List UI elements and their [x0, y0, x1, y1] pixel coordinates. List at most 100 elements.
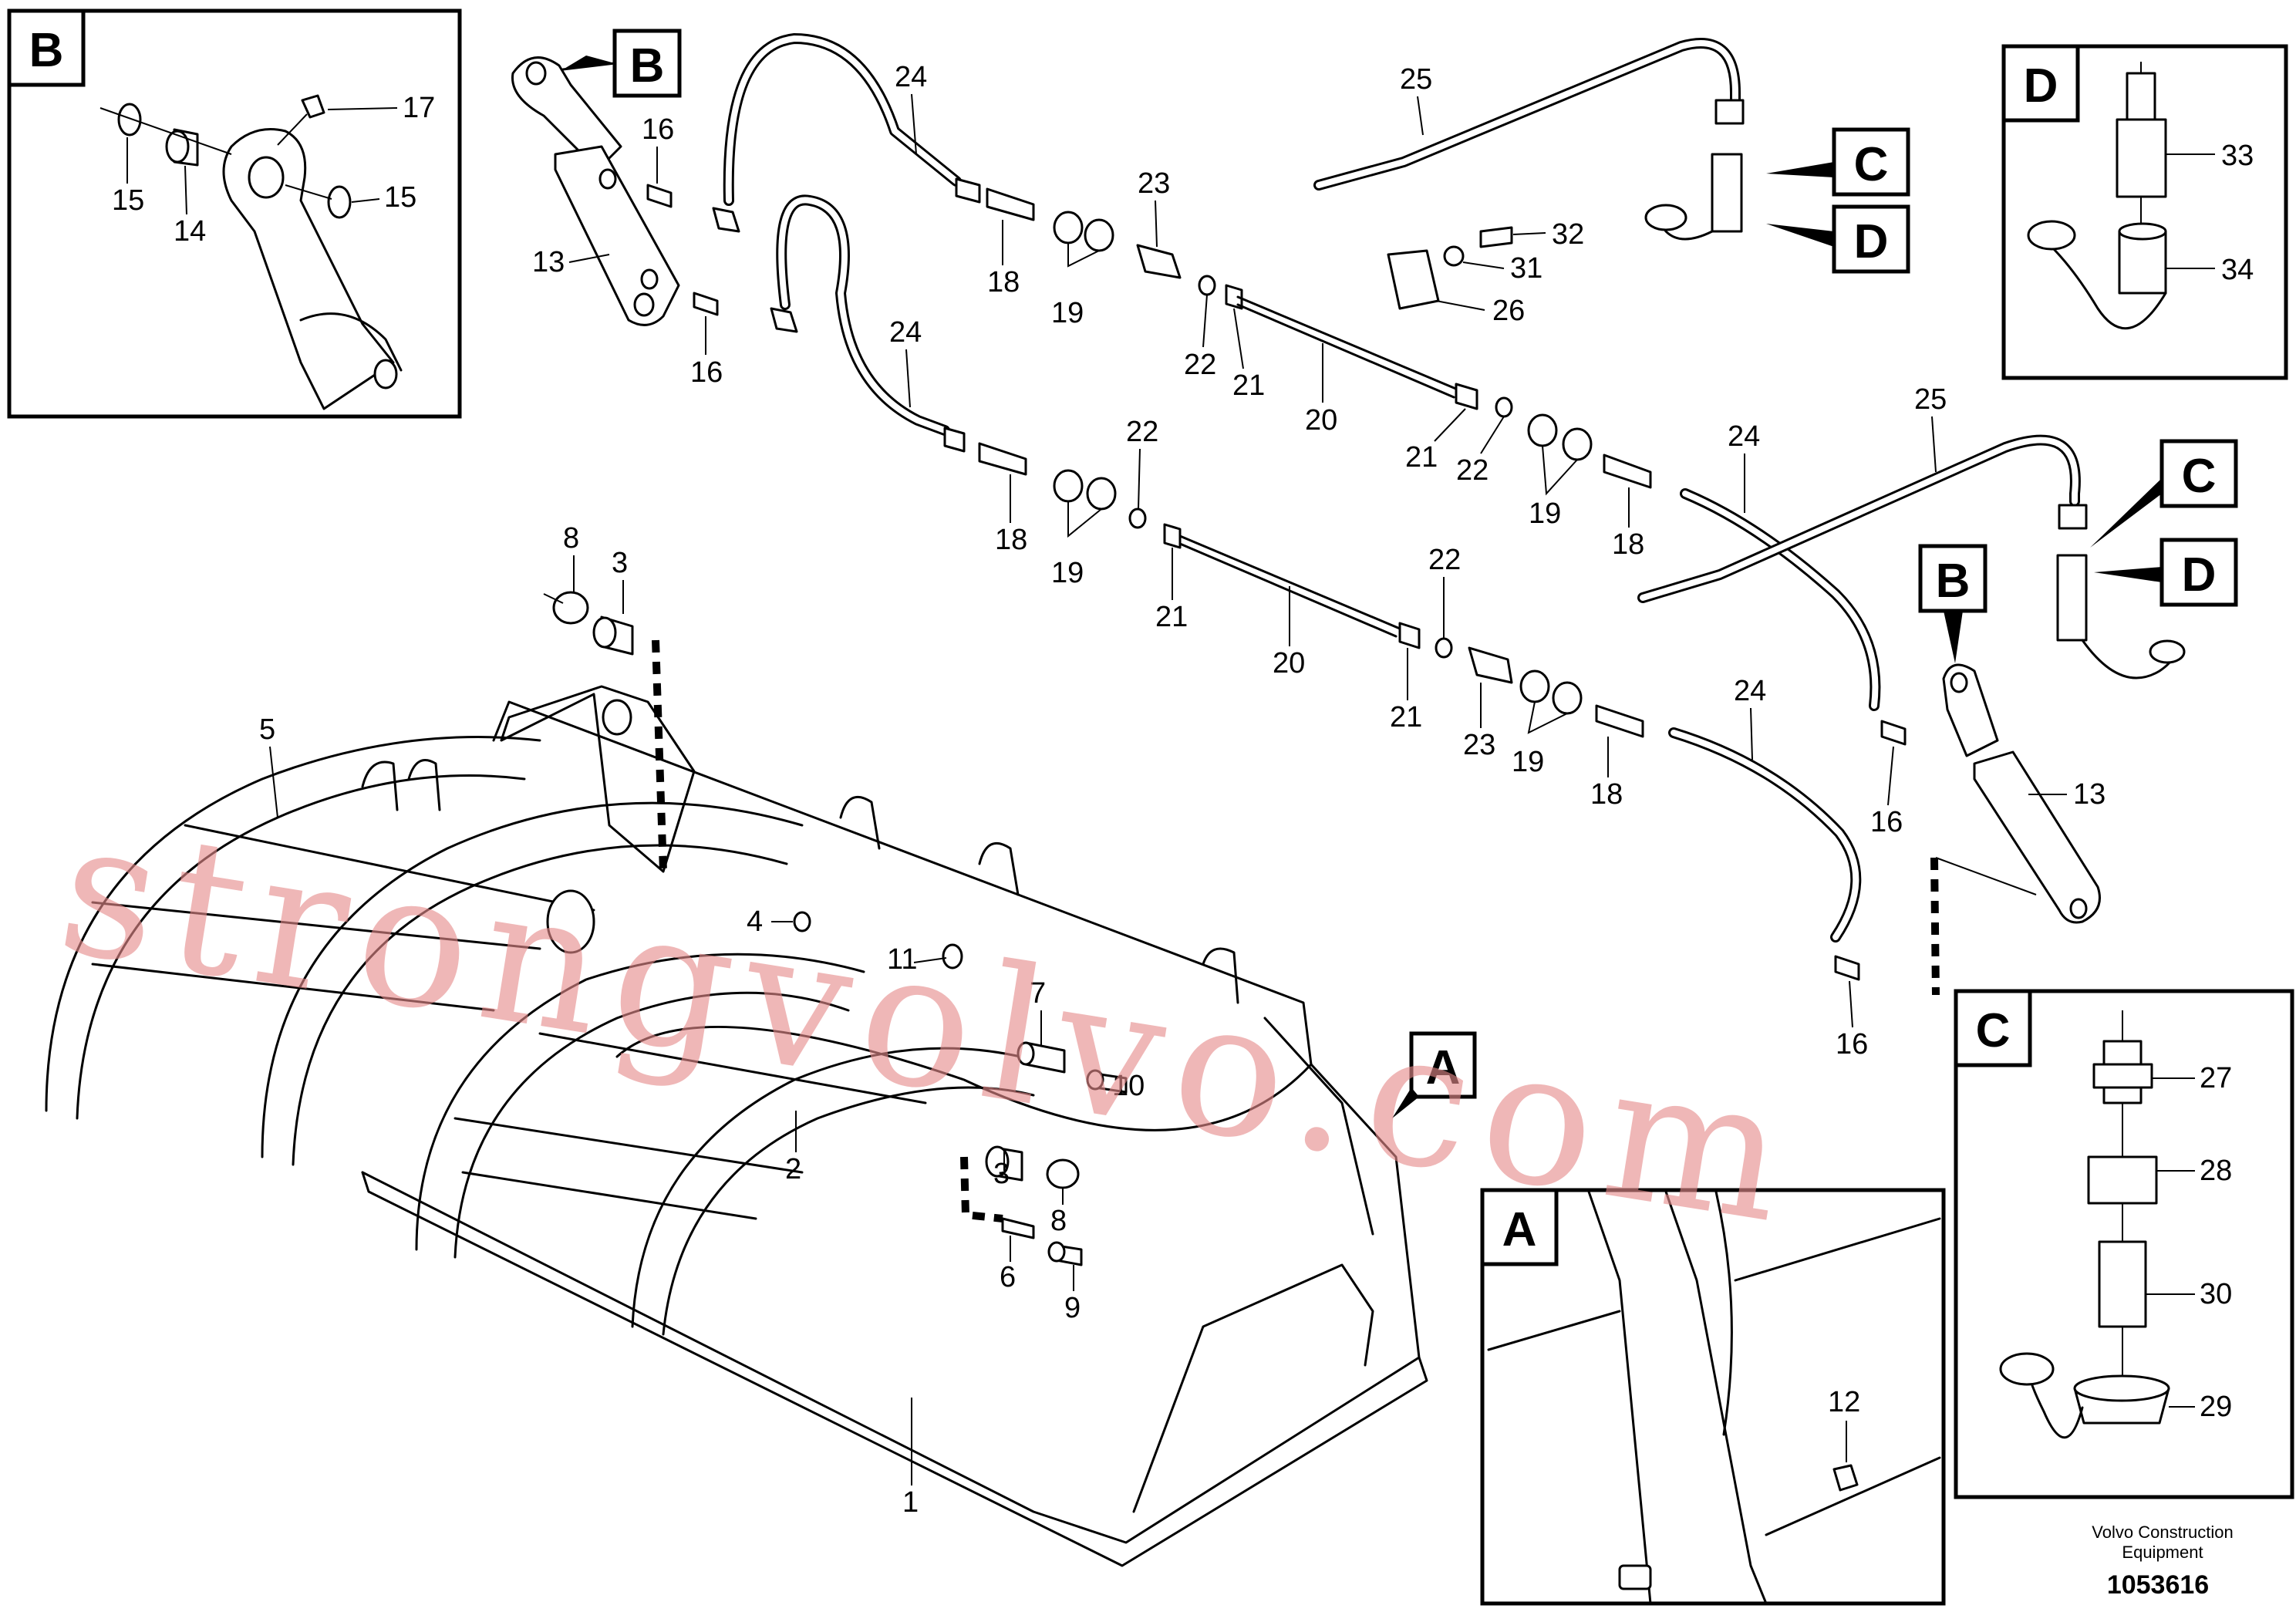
- callout-18-b: 18: [995, 524, 1027, 556]
- axis-line-b: [99, 107, 232, 155]
- axis-top: [543, 593, 564, 604]
- leader-16-d: [1849, 980, 1853, 1028]
- bolt-10-head: [1086, 1069, 1104, 1091]
- callout-34: 34: [2221, 254, 2254, 286]
- elbow-mid: [770, 307, 798, 333]
- callout-3-top: 3: [612, 547, 628, 579]
- bucket-lip: [361, 1171, 1428, 1567]
- leader-14: [184, 165, 187, 215]
- ref-a-main-box: [1409, 1031, 1477, 1099]
- callout-33: 33: [2221, 140, 2254, 172]
- coupling-right-nut: [2058, 504, 2088, 530]
- seal-15-left: [117, 103, 142, 137]
- callout-24-a: 24: [895, 61, 927, 93]
- cylinder-left-port-1: [598, 168, 617, 190]
- callout-12: 12: [1828, 1386, 1860, 1418]
- ref-c-top-arrow: [1766, 162, 1834, 177]
- tube-20-mid-b: [1178, 542, 1397, 638]
- callout-21-c: 21: [1155, 601, 1188, 633]
- coupling-right-ring: [2149, 639, 2186, 664]
- adapter-18-lower: [1595, 704, 1644, 738]
- leader-17: [327, 107, 398, 110]
- grease-nipple-11: [942, 943, 963, 969]
- callout-24-c: 24: [1728, 420, 1760, 453]
- grab-lug-1: [361, 760, 399, 811]
- ref-d-right-letter: D: [2182, 548, 2217, 602]
- tee-23-mid: [1468, 646, 1513, 684]
- coupling-30: [2098, 1240, 2147, 1328]
- washer-19-top-a: [1053, 211, 1084, 244]
- hose-24-mid: [776, 194, 950, 436]
- grease-nipple-12: [1832, 1464, 1859, 1492]
- callout-11: 11: [887, 943, 917, 976]
- cylinder-right: [1942, 663, 2101, 924]
- bucket-lug-2: [978, 841, 1020, 896]
- ref-c-top-letter: C: [1854, 138, 1889, 191]
- inset-c-letter: C: [1976, 1004, 2011, 1057]
- callout-23-a: 23: [1138, 167, 1170, 200]
- callout-27: 27: [2200, 1062, 2232, 1094]
- hoses: [723, 33, 2081, 943]
- callout-9: 9: [1064, 1292, 1081, 1324]
- bucket-side: [1132, 1263, 1374, 1513]
- leader-19-d: [1527, 701, 1568, 734]
- callout-24-d: 24: [1734, 675, 1766, 707]
- hose-24-lower: [1668, 727, 1862, 943]
- fitting-16-right-top: [1880, 720, 1907, 746]
- grab-arm-front-inner: [292, 844, 788, 1166]
- ref-a-main-arrow: [1392, 1088, 1419, 1118]
- tube-20-mid: [1178, 534, 1401, 630]
- nut-21-mid-right: [1398, 622, 1421, 649]
- bushing-3-bottom-face: [985, 1145, 1010, 1178]
- hose-24-right: [1680, 488, 1881, 711]
- grab-2-tube-2: [461, 1171, 757, 1220]
- inset-c: C 27 28 30 29: [1954, 989, 2294, 1499]
- inset-d: D 33 34: [2001, 44, 2288, 380]
- leader-32: [1512, 232, 1546, 235]
- tube-20-top: [1236, 295, 1459, 391]
- coupling-33-body: [2116, 118, 2167, 198]
- brand-line2: Equipment: [2122, 1543, 2203, 1562]
- lock-plate-6: [1001, 1217, 1035, 1239]
- inset-b-tag: [7, 8, 86, 87]
- grease-nipple-4: [793, 911, 811, 932]
- ref-a-main-letter: A: [1426, 1041, 1461, 1094]
- ref-b-left-arrow: [563, 56, 615, 69]
- leader-23-a: [1155, 200, 1158, 248]
- a-hose: [1714, 1190, 1733, 1436]
- washer-19-right-b: [1562, 427, 1593, 461]
- callout-31: 31: [1510, 252, 1542, 285]
- inset-d-letter: D: [2024, 59, 2058, 113]
- ref-b-right: B: [1918, 544, 1988, 663]
- grab-tube-3: [184, 824, 595, 912]
- ref-d-right-box: [2159, 538, 2238, 607]
- ref-c-top: C: [1766, 127, 1910, 197]
- hose-24-top-inner: [725, 35, 959, 204]
- callout-25-a: 25: [1400, 63, 1432, 96]
- ref-d-right: D: [2094, 538, 2238, 607]
- leader-26: [1435, 300, 1485, 311]
- callout-24-b: 24: [889, 316, 922, 349]
- callout-19-b: 19: [1051, 557, 1084, 589]
- leader-21-b: [1434, 408, 1466, 442]
- tube-20-top-b: [1236, 303, 1455, 399]
- seal-22-right: [1495, 396, 1513, 418]
- grab-tube-1: [91, 901, 541, 950]
- cylinder-left-barrel: [554, 145, 680, 326]
- grab-tube-2: [91, 963, 495, 1012]
- assembly-path-right: [1930, 857, 1940, 996]
- dust-cap-34-top: [2118, 222, 2167, 241]
- callout-19-a: 19: [1051, 297, 1084, 329]
- callout-13-left: 13: [532, 246, 565, 278]
- leader-24-b: [905, 349, 911, 408]
- a-frame-top: [1734, 1217, 1941, 1282]
- a-bracket-left: [1587, 1190, 1652, 1605]
- ref-d-right-arrow: [2094, 567, 2162, 582]
- callout-18-a: 18: [987, 266, 1020, 298]
- leader-19-c: [1542, 445, 1578, 496]
- ref-b-left-box: [612, 29, 682, 98]
- callout-18-c: 18: [1612, 528, 1644, 561]
- leader-22-b: [1138, 448, 1141, 510]
- ref-b-left-letter: B: [630, 39, 665, 93]
- ref-a-main: A: [1392, 1031, 1477, 1118]
